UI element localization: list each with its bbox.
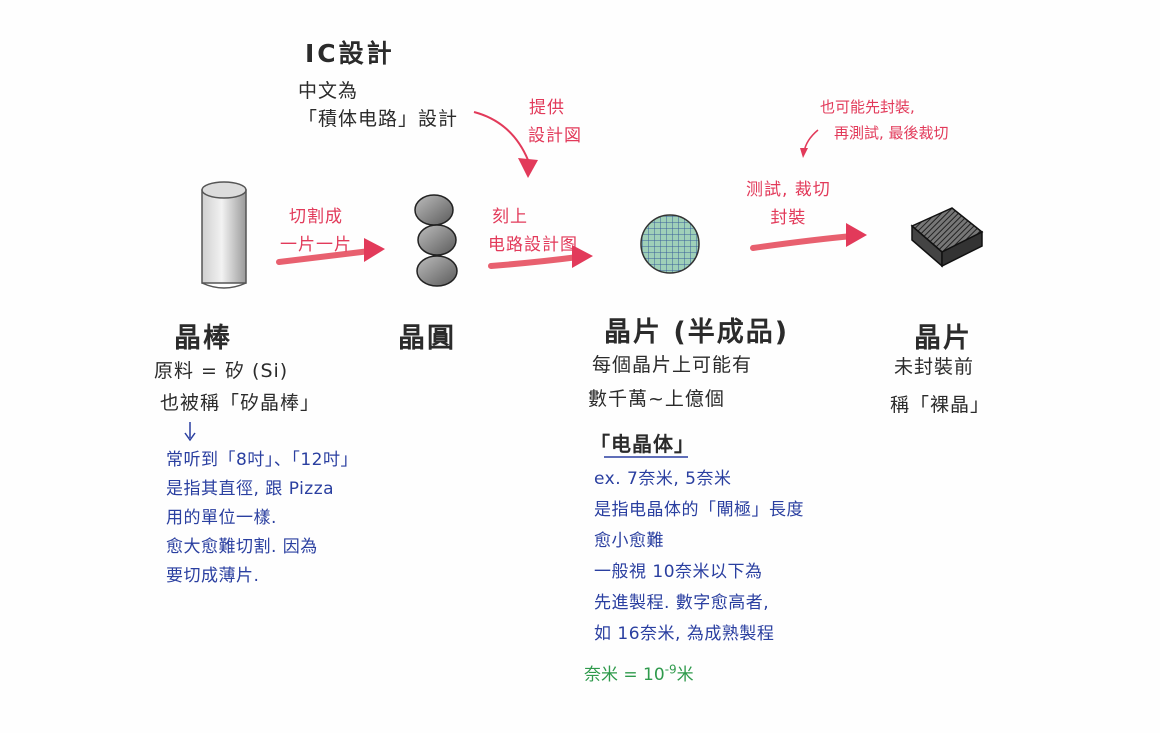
- nano-formula: 奈米 = 10-9米: [584, 660, 694, 685]
- ingot-note-line2: 是指其直徑, 跟 Pizza: [166, 479, 335, 499]
- note-provide-design: 提供 設計図: [512, 94, 582, 150]
- ic-design-line2: 「積体电路」設計: [298, 108, 459, 130]
- note-test-cut-package: 测試, 裁切 封裝: [746, 176, 831, 232]
- patterned-wafer-drawing: [640, 214, 700, 274]
- arrow-design-down: [473, 111, 538, 178]
- ingot-title: 晶棒: [174, 323, 232, 354]
- chip-semi-title: 晶片 (半成品): [604, 317, 790, 348]
- arrow-chip-to-package: [750, 223, 867, 251]
- note-engrave-line1: 刻上: [492, 207, 528, 227]
- ingot-desc-line2: 也被稱「矽晶棒」: [160, 392, 321, 414]
- wafer-title: 晶圓: [398, 323, 456, 354]
- note-engrave-line2: 电路設計图: [488, 235, 578, 255]
- arrow-wafer-to-chip: [488, 245, 593, 269]
- arrow-ingot-to-wafer: [276, 238, 385, 265]
- note-test-cut-package-line2: 封裝: [770, 208, 807, 228]
- arrow-small-note: [800, 129, 819, 158]
- note-cut-into-line2: 一片一片: [280, 235, 352, 255]
- ingot-note-arrow: [184, 422, 196, 442]
- ingot-note-line4: 愈大愈難切割. 因為: [166, 537, 318, 557]
- chip-semi-note-line4: 一般視 10奈米以下為: [594, 562, 763, 582]
- chip-semi-desc-line2: 數千萬~上億個: [588, 388, 725, 410]
- chip-final-desc-line1: 未封裝前: [894, 356, 975, 378]
- chip-semi-desc-line1: 每個晶片上可能有: [592, 354, 753, 376]
- note-provide-design-line2: 設計図: [528, 126, 582, 146]
- ingot-note: 常听到「8吋」、「12吋」 是指其直徑, 跟 Pizza 用的單位一樣. 愈大愈…: [166, 446, 358, 591]
- note-cut-into-line1: 切割成: [289, 207, 343, 227]
- ingot-note-line3: 用的單位一樣.: [166, 508, 277, 528]
- note-cut-into: 切割成 一片一片: [280, 203, 352, 259]
- nano-formula-exponent: -9: [664, 662, 677, 677]
- ic-design-title: IC設計: [305, 39, 395, 68]
- chip-final-desc-line2: 稱「裸晶」: [890, 394, 991, 416]
- packaged-chip-drawing: [910, 207, 984, 268]
- ingot-note-line5: 要切成薄片.: [166, 566, 260, 586]
- note-test-cut-package-line1: 测試, 裁切: [746, 180, 831, 200]
- nano-formula-base: 奈米 = 10: [584, 665, 665, 685]
- note-may-package-first-line1: 也可能先封裝,: [820, 98, 915, 116]
- note-engrave: 刻上 电路設計图: [488, 203, 578, 259]
- ingot-drawing: [201, 181, 247, 289]
- chip-semi-note-line5: 先進製程. 數字愈高者,: [594, 593, 770, 613]
- chip-semi-note-line6: 如 16奈米, 為成熟製程: [594, 624, 775, 644]
- ingot-note-line1: 常听到「8吋」、「12吋」: [166, 450, 358, 470]
- chip-semi-note-line2: 是指电晶体的「閘極」長度: [594, 500, 804, 520]
- ingot-desc-line1: 原料 = 矽 (Si): [154, 360, 289, 382]
- note-may-package-first: 也可能先封裝, 再測試, 最後裁切: [820, 94, 949, 146]
- ic-design-line1: 中文為: [298, 80, 359, 102]
- chip-semi-note: ex. 7奈米, 5奈米 是指电晶体的「閘極」長度 愈小愈難 一般視 10奈米以…: [594, 464, 804, 650]
- note-provide-design-line1: 提供: [529, 98, 565, 118]
- chip-semi-transistor: 「电晶体」: [590, 432, 695, 456]
- note-may-package-first-line2: 再測試, 最後裁切: [834, 124, 949, 142]
- chip-semi-note-line3: 愈小愈難: [594, 531, 664, 551]
- chip-semi-note-line1: ex. 7奈米, 5奈米: [594, 469, 732, 489]
- chip-final-title: 晶片: [914, 323, 972, 354]
- wafer-stack-drawing: [414, 194, 458, 287]
- nano-formula-unit: 米: [676, 665, 694, 685]
